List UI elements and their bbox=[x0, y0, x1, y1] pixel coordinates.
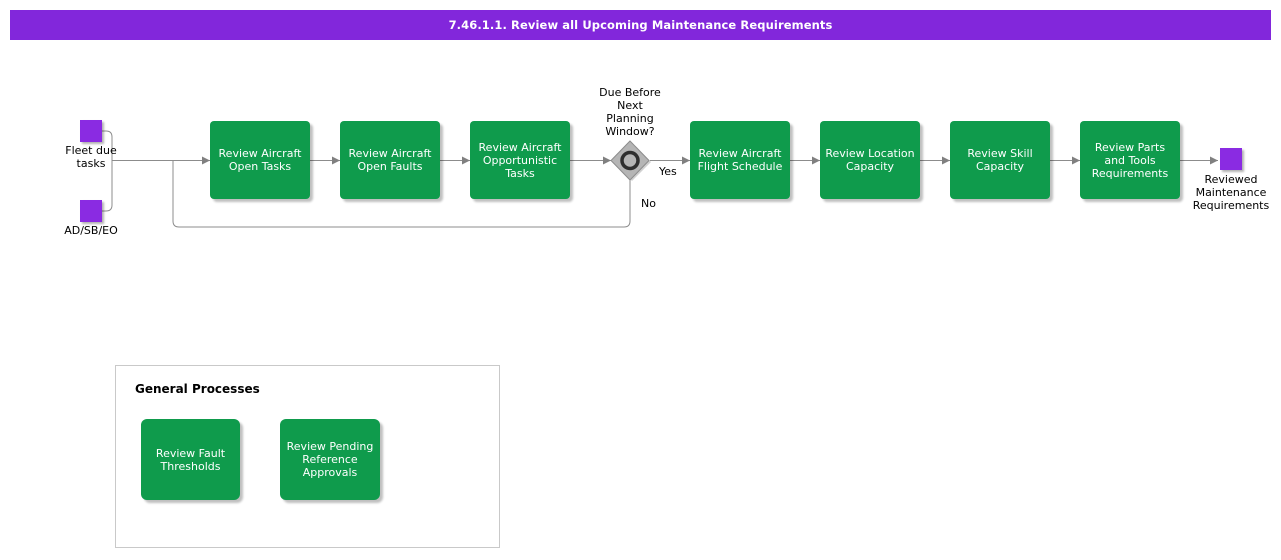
decision-gateway bbox=[610, 140, 651, 181]
task-review-aircraft-open-faults[interactable]: Review Aircraft Open Faults bbox=[340, 121, 440, 199]
start-event-label-fleet-due-tasks: Fleet due tasks bbox=[65, 144, 117, 170]
task-review-aircraft-flight-schedule[interactable]: Review Aircraft Flight Schedule bbox=[690, 121, 790, 199]
general-processes-title: General Processes bbox=[135, 382, 260, 396]
edge-gateway-no-loop bbox=[172, 160, 631, 228]
end-event-reviewed-maintenance-requirements bbox=[1220, 148, 1242, 170]
start-event-ad-sb-eo bbox=[80, 200, 102, 222]
task-review-parts-and-tools-requirements[interactable]: Review Parts and Tools Requirements bbox=[1080, 121, 1180, 199]
gateway-diamond bbox=[610, 140, 650, 181]
decision-no-label: No bbox=[641, 197, 656, 210]
start-event-fleet-due-tasks bbox=[80, 120, 102, 142]
task-review-pending-reference-approvals[interactable]: Review Pending Reference Approvals bbox=[280, 419, 380, 500]
start-event-label-ad-sb-eo: AD/SB/EO bbox=[64, 224, 118, 237]
diagram-title-bar: 7.46.1.1. Review all Upcoming Maintenanc… bbox=[10, 10, 1271, 40]
end-event-label: Reviewed Maintenance Requirements bbox=[1192, 173, 1270, 212]
task-review-skill-capacity[interactable]: Review Skill Capacity bbox=[950, 121, 1050, 199]
task-review-aircraft-open-tasks[interactable]: Review Aircraft Open Tasks bbox=[210, 121, 310, 199]
edge-fleet-due-tasks bbox=[102, 130, 113, 161]
edge-ad-sb-eo bbox=[102, 160, 113, 212]
diagram-title: 7.46.1.1. Review all Upcoming Maintenanc… bbox=[448, 18, 833, 32]
task-review-aircraft-opportunistic-tasks[interactable]: Review Aircraft Opportunistic Tasks bbox=[470, 121, 570, 199]
decision-yes-label: Yes bbox=[659, 165, 677, 178]
task-review-location-capacity[interactable]: Review Location Capacity bbox=[820, 121, 920, 199]
decision-question-label: Due Before Next Planning Window? bbox=[599, 86, 661, 138]
connectors bbox=[102, 130, 1218, 228]
task-review-fault-thresholds[interactable]: Review Fault Thresholds bbox=[141, 419, 240, 500]
gateway-circle-icon bbox=[620, 150, 640, 171]
